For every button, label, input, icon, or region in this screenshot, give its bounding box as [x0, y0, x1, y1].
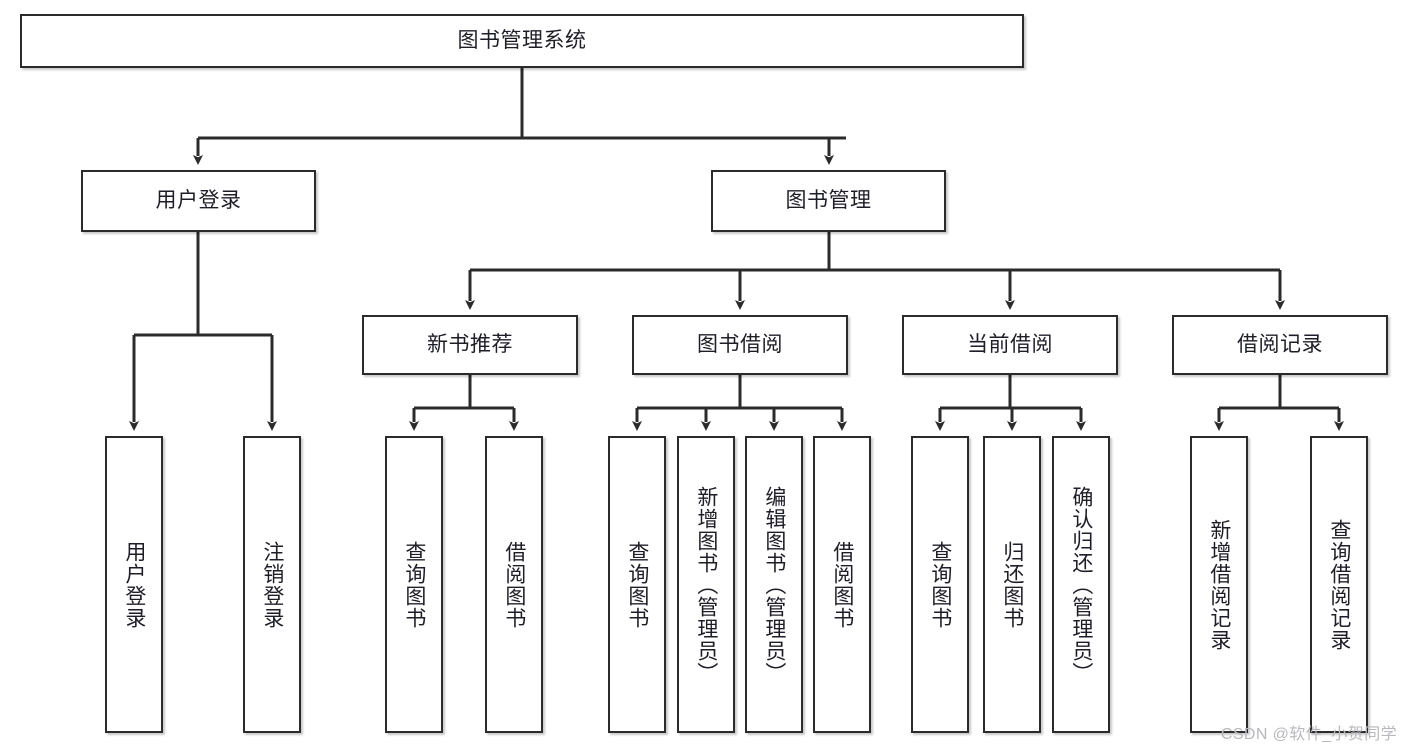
node-label: 借阅记录 — [1237, 332, 1323, 356]
node-label: 图书管理系统 — [457, 28, 587, 52]
node-new-book-rec[interactable]: 新书推荐 — [362, 315, 578, 375]
node-leaf-query-record[interactable]: 查询借阅记录 — [1310, 436, 1368, 733]
node-label: 新书推荐 — [427, 332, 513, 356]
node-user-login[interactable]: 用户登录 — [81, 170, 316, 232]
node-borrow-record[interactable]: 借阅记录 — [1172, 315, 1388, 375]
node-current-borrow[interactable]: 当前借阅 — [902, 315, 1118, 375]
node-leaf-add-record[interactable]: 新增借阅记录 — [1190, 436, 1248, 733]
node-label: 注销登录 — [260, 540, 284, 629]
node-label: 用户登录 — [122, 540, 146, 629]
node-label: 图书管理 — [785, 188, 872, 212]
node-leaf-confirm-return[interactable]: 确认归还（管理员） — [1052, 436, 1110, 733]
node-leaf-query-book-3[interactable]: 查询图书 — [911, 436, 969, 733]
node-leaf-return-book[interactable]: 归还图书 — [983, 436, 1041, 733]
node-leaf-user-logout[interactable]: 注销登录 — [243, 436, 301, 733]
node-label: 新增借阅记录 — [1207, 518, 1231, 651]
node-label: 借阅图书 — [502, 540, 526, 629]
node-label: 查询图书 — [402, 540, 426, 629]
node-label: 编辑图书（管理员） — [762, 485, 786, 684]
node-leaf-user-login[interactable]: 用户登录 — [105, 436, 163, 733]
node-label: 借阅图书 — [830, 540, 854, 629]
node-leaf-query-book-2[interactable]: 查询图书 — [608, 436, 666, 733]
node-leaf-query-book-1[interactable]: 查询图书 — [385, 436, 443, 733]
node-root-system[interactable]: 图书管理系统 — [20, 14, 1024, 68]
node-leaf-edit-book[interactable]: 编辑图书（管理员） — [745, 436, 803, 733]
node-leaf-borrow-book-2[interactable]: 借阅图书 — [813, 436, 871, 733]
node-label: 当前借阅 — [967, 332, 1053, 356]
node-book-borrow[interactable]: 图书借阅 — [632, 315, 848, 375]
node-leaf-add-book[interactable]: 新增图书（管理员） — [677, 436, 735, 733]
node-label: 确认归还（管理员） — [1069, 485, 1093, 684]
node-label: 新增图书（管理员） — [694, 485, 718, 684]
node-leaf-borrow-book-1[interactable]: 借阅图书 — [485, 436, 543, 733]
edges — [129, 68, 1344, 431]
node-label: 查询图书 — [625, 540, 649, 629]
node-book-manage[interactable]: 图书管理 — [711, 170, 946, 232]
node-label: 查询借阅记录 — [1327, 518, 1351, 651]
node-label: 归还图书 — [1000, 540, 1024, 629]
node-label: 查询图书 — [928, 540, 952, 629]
node-label: 用户登录 — [155, 188, 242, 212]
node-label: 图书借阅 — [697, 332, 783, 356]
